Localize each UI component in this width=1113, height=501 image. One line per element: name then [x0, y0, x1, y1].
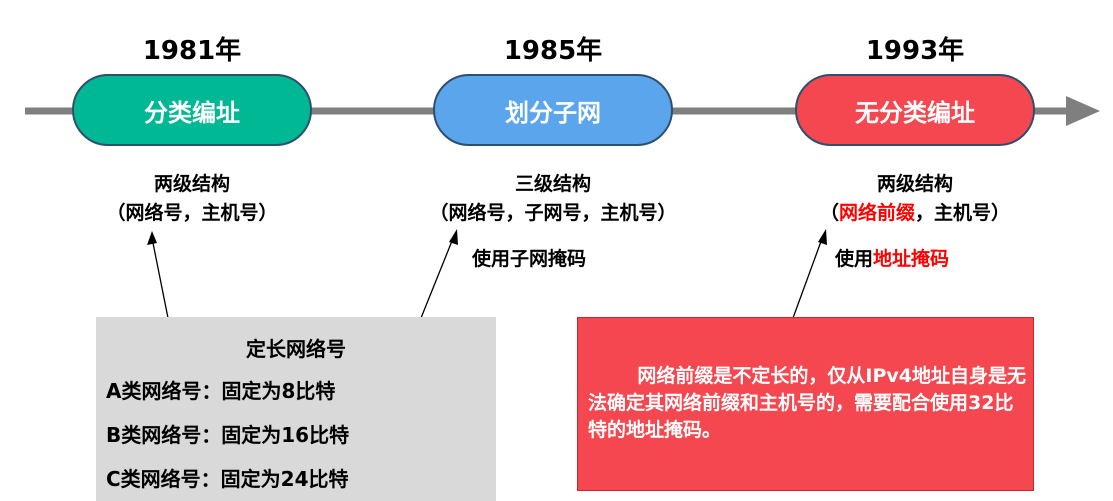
- pointer-head-2: [449, 229, 458, 245]
- structure-subnetting: 三级结构 （网络号，子网号，主机号）: [388, 170, 718, 228]
- variable-prefix-box: 网络前缀是不定长的，仅从IPv4地址自身是无法确定其网络前缀和主机号的，需要配合…: [577, 317, 1034, 491]
- year-1993: 1993年: [865, 36, 965, 66]
- stage-pill-subnetting: 划分子网: [433, 74, 673, 146]
- fields-part1-highlight: 网络前缀: [838, 202, 915, 224]
- stage-pill-classless: 无分类编址: [795, 74, 1035, 146]
- note-address-mask: 使用地址掩码: [835, 246, 949, 272]
- structure-fields: （网络号，主机号）: [27, 199, 357, 228]
- structure-title: 两级结构: [876, 173, 953, 195]
- structure-fields: （网络前缀，主机号）: [750, 199, 1080, 228]
- fields-part2: ，主机号）: [182, 202, 278, 224]
- note-subnet-mask: 使用子网掩码: [472, 248, 587, 270]
- structure-fields: （网络号，子网号，主机号）: [388, 199, 718, 228]
- fields-part2: ，主机号）: [915, 202, 1011, 224]
- fixed-box-row-a: A类网络号：固定为8比特: [106, 379, 336, 403]
- pointer-line-3: [792, 235, 824, 319]
- fields-open: （: [429, 202, 449, 224]
- fields-part2: ，子网号，主机号）: [505, 202, 677, 224]
- fixed-box-title: 定长网络号: [246, 337, 346, 361]
- fields-open: （: [819, 202, 839, 224]
- structure-classful: 两级结构 （网络号，主机号）: [27, 170, 357, 228]
- note-highlight: 地址掩码: [873, 248, 950, 270]
- fixed-network-box: 定长网络号 A类网络号：固定为8比特 B类网络号：固定为16比特 C类网络号：固…: [96, 317, 496, 501]
- pointer-line-2: [420, 235, 455, 319]
- fields-part1: 网络号: [448, 202, 506, 224]
- fields-open: （: [106, 202, 126, 224]
- timeline-arrowhead: [1066, 96, 1100, 126]
- stage-pill-classful: 分类编址: [72, 74, 312, 146]
- structure-title: 三级结构: [514, 173, 591, 195]
- variable-box-text: 网络前缀是不定长的，仅从IPv4地址自身是无法确定其网络前缀和主机号的，需要配合…: [588, 365, 1026, 441]
- note-prefix: 使用: [835, 248, 874, 270]
- year-1985: 1985年: [503, 36, 603, 66]
- structure-classless: 两级结构 （网络前缀，主机号）: [750, 170, 1080, 228]
- fields-part1: 网络号: [125, 202, 183, 224]
- fixed-box-row-c: C类网络号：固定为24比特: [106, 467, 349, 491]
- fixed-box-row-b: B类网络号：固定为16比特: [106, 423, 350, 447]
- pointer-line-1: [151, 237, 169, 319]
- pointer-head-3: [818, 229, 827, 245]
- structure-title: 两级结构: [153, 173, 230, 195]
- pointer-head-1: [147, 231, 157, 245]
- year-1981: 1981年: [142, 36, 242, 66]
